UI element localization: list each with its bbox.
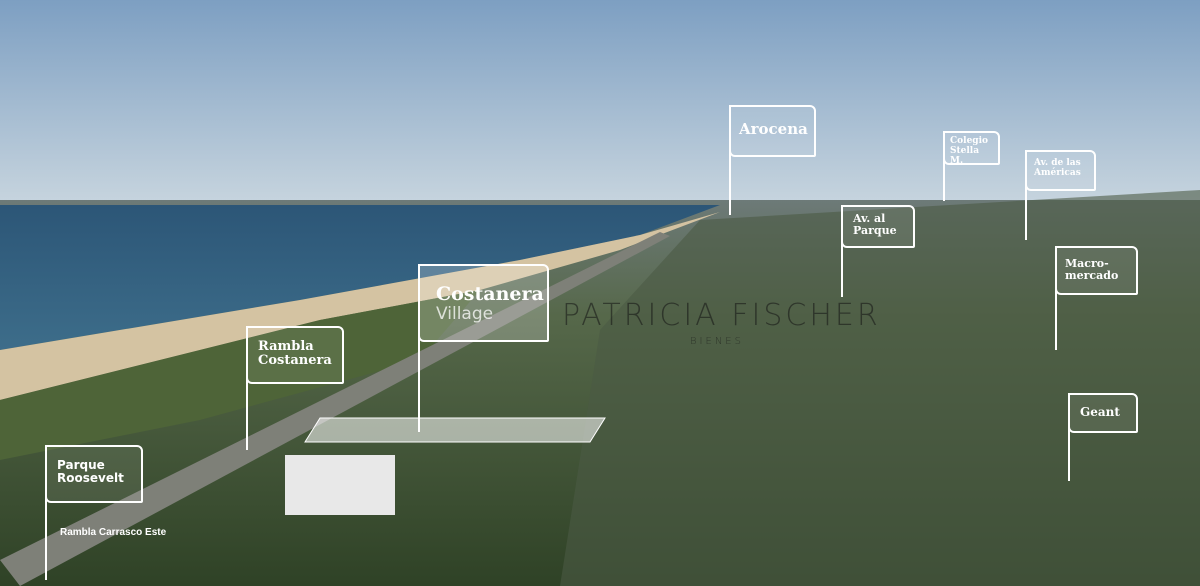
road-label: Rambla Carrasco Este	[60, 527, 167, 538]
flag-pole	[943, 131, 945, 201]
watermark-logo: PATRICIA FISCHER	[562, 298, 881, 333]
flag-banner: Costanera Village	[418, 264, 549, 342]
flag-label: Colegio Stella M.	[943, 131, 1000, 166]
flag-label: Costanera	[436, 283, 544, 305]
flag-pole	[1025, 150, 1027, 240]
flag-pole	[1068, 393, 1070, 481]
flag-label: Av. de las Américas	[1025, 150, 1096, 191]
flag-pole	[729, 105, 731, 215]
flag-pole	[841, 205, 843, 297]
watermark-sub: BIENES	[690, 336, 744, 347]
flag-label: Rambla Costanera	[246, 326, 344, 384]
flag-label: Arocena	[729, 105, 816, 157]
flag-pole	[246, 326, 248, 450]
flag-pole	[1055, 246, 1057, 350]
flag-label: Av. al Parque	[841, 205, 915, 248]
flag-label: Parque Roosevelt	[45, 445, 143, 503]
flag-label: Macro-mercado	[1055, 246, 1138, 295]
flag-pole	[45, 445, 47, 580]
flag-sublabel: Village	[436, 303, 494, 324]
flag-pole	[418, 264, 420, 432]
flag-label: Geant	[1068, 393, 1138, 433]
